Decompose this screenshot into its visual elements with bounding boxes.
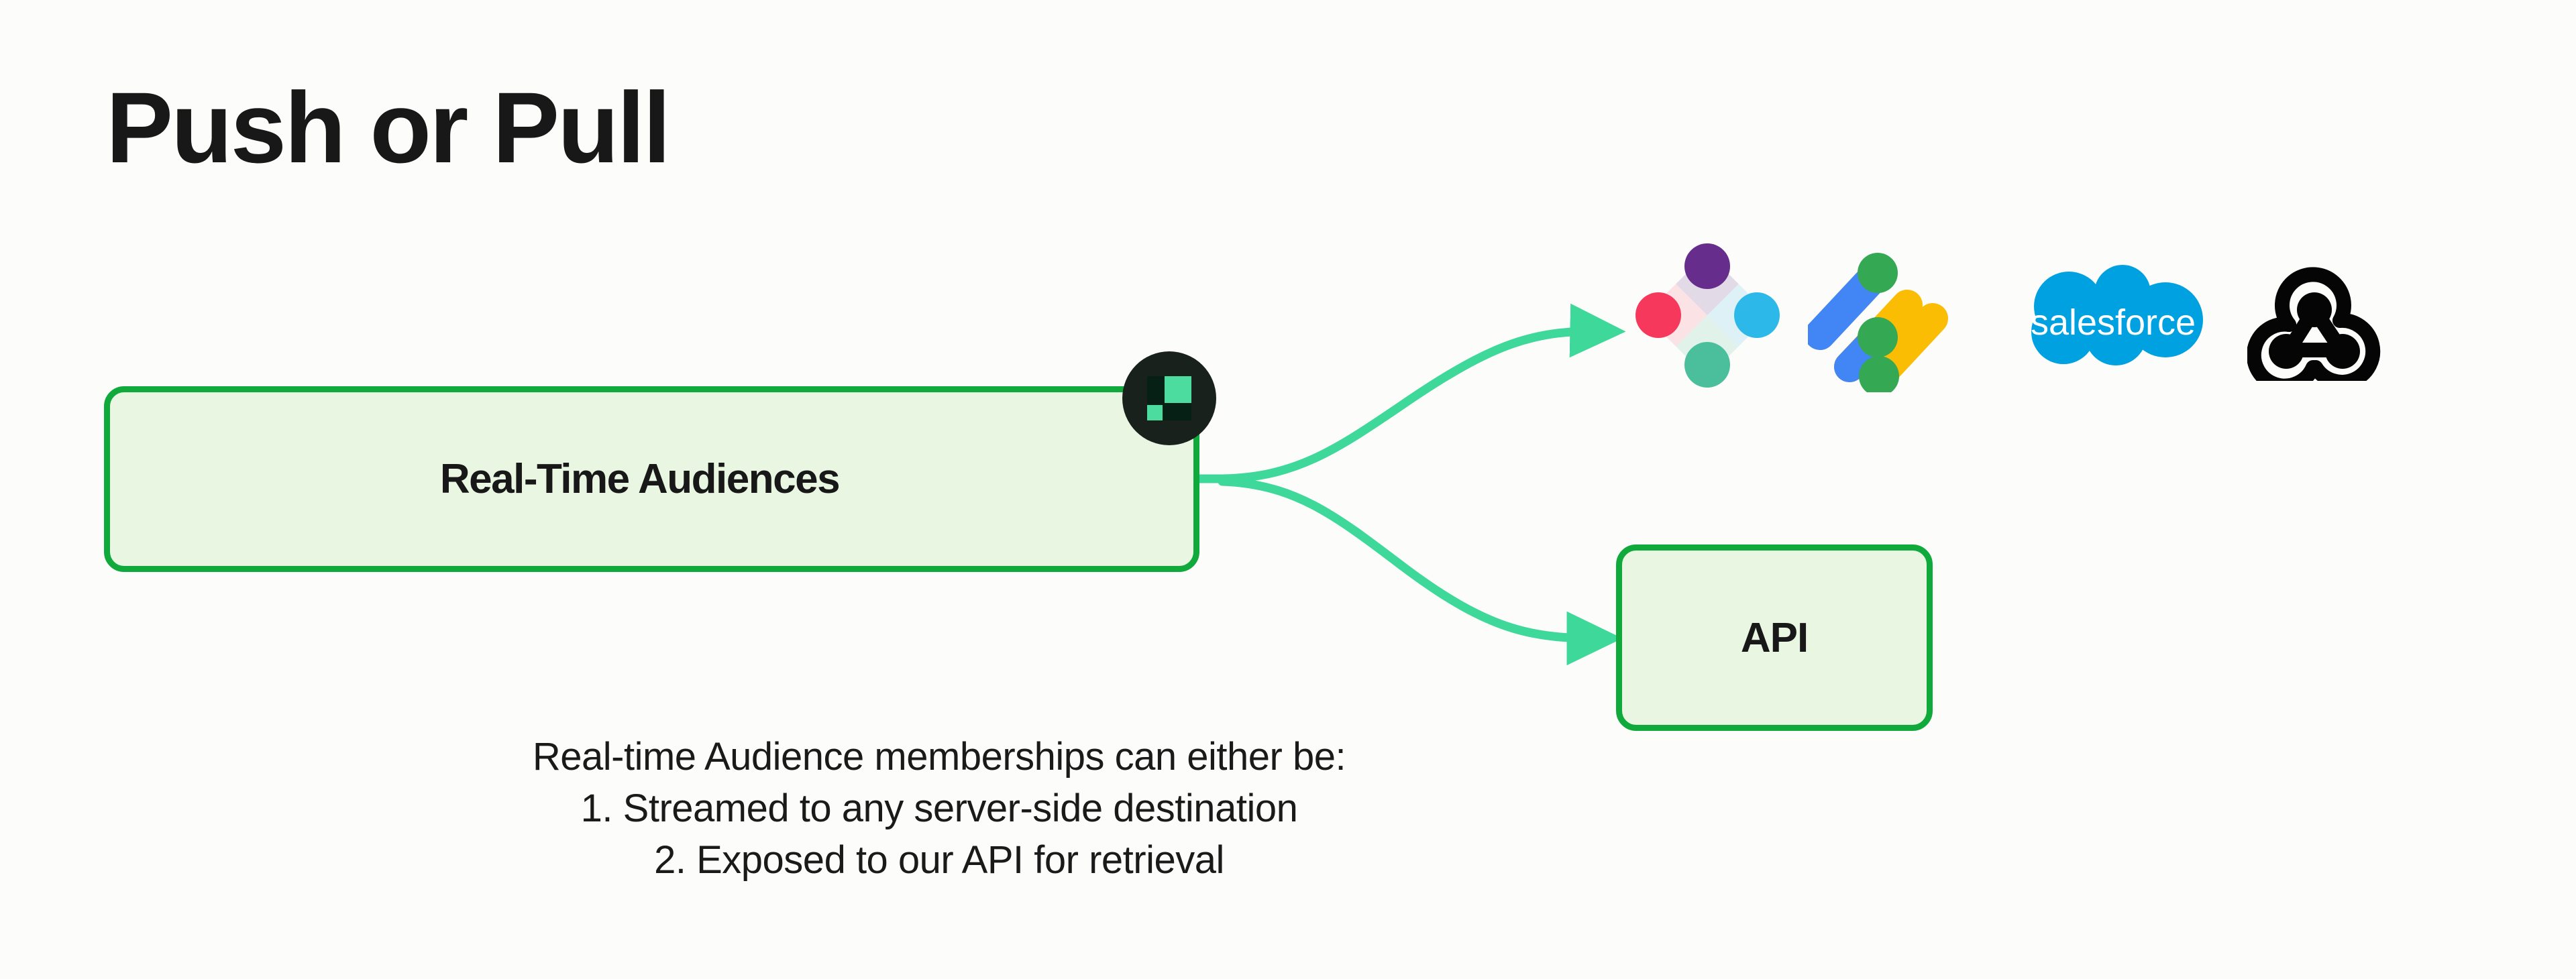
connector-to-api: [1218, 477, 1623, 666]
source-node-label: Real-Time Audiences: [439, 456, 841, 502]
amplitude-logo-icon: [1122, 351, 1216, 445]
google-marketing-platform-logo-icon: [1794, 221, 1962, 409]
page-title: Push or Pull: [106, 71, 671, 184]
webhook-mark: [2247, 267, 2381, 381]
caption-block: Real-time Audience memberships can eithe…: [282, 731, 1597, 886]
destinations-row: salesforce: [1623, 221, 2415, 409]
caption-item-2: 2. Exposed to our API for retrieval: [654, 838, 1224, 882]
braze-logo-icon: [1623, 221, 1791, 409]
salesforce-cloud-mark: salesforce: [2031, 265, 2203, 365]
caption-lead: Real-time Audience memberships can eithe…: [532, 735, 1346, 779]
braze-dot-green: [1684, 341, 1730, 388]
webhook-logo-icon: [2231, 221, 2398, 409]
braze-dot-purple: [1684, 243, 1730, 289]
logo-square-large: [1165, 376, 1191, 403]
braze-logo-mark: [1635, 243, 1780, 388]
connector-to-destinations: [1218, 303, 1626, 483]
api-node-label: API: [1740, 614, 1809, 661]
salesforce-wordmark: salesforce: [2031, 302, 2196, 343]
logo-square-small: [1147, 405, 1163, 420]
braze-dot-red: [1635, 292, 1681, 338]
amplitude-logo-mark: [1147, 376, 1191, 420]
salesforce-logo-icon: salesforce: [2012, 221, 2214, 409]
google-marketing-platform-mark: [1808, 253, 1948, 392]
api-node[interactable]: API: [1616, 544, 1933, 731]
caption-item-1: 1. Streamed to any server-side destinati…: [580, 787, 1298, 831]
braze-dot-blue: [1733, 292, 1780, 338]
source-node-real-time-audiences[interactable]: Real-Time Audiences: [104, 386, 1199, 572]
